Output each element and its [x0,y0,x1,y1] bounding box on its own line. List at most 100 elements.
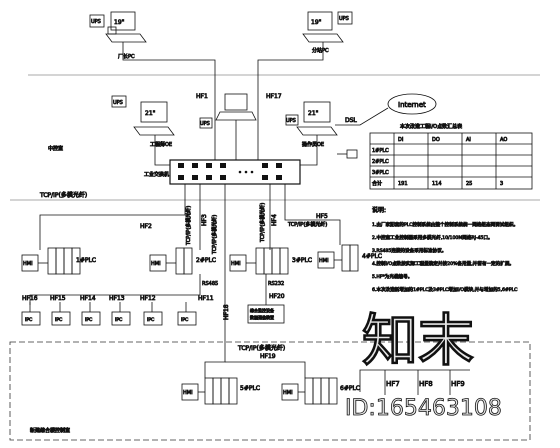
connector-line [29,274,201,305]
plc-cabinet-1: HMI 1#PLC [21,247,96,275]
cable-label: HF20 [269,293,285,300]
cable-label: HF3 [201,214,208,226]
plc-cabinet-3: HMI 3#PLC [229,247,312,275]
cable-label: HF14 [80,295,96,302]
plc-cabinet-6: HMI 6#PLC [281,377,360,405]
connector-line [257,42,324,160]
device-label: IPC [147,317,154,323]
industrial-switch [169,159,301,185]
printer-icon [346,149,358,159]
device-label: IPC [55,317,62,323]
monitor-size-label: 21" [145,110,156,117]
bottom-zone-frame [9,341,531,441]
hmi-label: HMI [23,261,33,267]
table-cell: DI [398,137,403,143]
connector-line [154,135,170,166]
table-cell: 114 [432,181,442,187]
table-title: 本次改造工程I/O点数汇总表 [400,123,462,130]
plc-label: 3#PLC [292,257,312,264]
plc-label: 5#PLC [240,385,260,392]
connector-line [122,42,216,160]
device-label: IPC [115,317,122,323]
connector-line [300,135,318,166]
pc-label: 厂长PC [118,53,135,60]
cable-label: HF1 [196,93,208,100]
cable-label: HF11 [198,295,214,302]
table-cell: 3#PLC [372,170,389,176]
serial-devices-row: HF16 HF15 HF14 HF13 HF12 HF11 [21,295,214,326]
switch-label: 工业交换机 [144,171,169,178]
table-cell: AI [466,137,471,143]
tcp-label: TCP/IP(多模光纤) [259,203,266,243]
switch-ports [178,163,282,180]
internet-cloud-icon [387,93,437,115]
dsl-label: DSL [345,117,357,124]
pc-operator: 21" [296,101,338,136]
device-label: 数据通信装置 [250,314,274,320]
hmi-label: HMI [231,261,241,267]
table-cell: 合计 [372,180,382,187]
pc-engineer: 21" [133,101,175,136]
plc-label: 6#PLC [340,385,360,392]
plc-label: 2#PLC [196,257,216,264]
io-summary-table: 本次改造工程I/O点数汇总表 [369,123,533,190]
cable-label: HF8 [419,380,433,388]
cable-label: HF9 [451,380,465,388]
connector-line [359,369,470,392]
ups-label: UPS [113,100,123,106]
ups-box [89,14,105,28]
notes-title: 说明: [372,206,386,214]
plc-cabinet-5: HMI 5#PLC [181,377,260,405]
table-cell: 2#PLC [372,159,389,165]
watermark-id: ID:165463108 [345,396,502,421]
hmi-label: HMI [283,390,293,396]
cable-label: HF12 [140,295,156,302]
connector-line [284,184,341,245]
cpu-box [107,26,117,35]
rs232-label: RS232 [268,281,284,287]
device-label: IPC [25,317,32,323]
pc-factory-director: 19" [105,11,147,43]
table-cell: 1#PLC [372,148,389,154]
table-cell: 3 [500,181,503,187]
connector-line [225,361,306,378]
ups-label: UPS [200,121,210,127]
note-line: 3.RS485连接的设备采用标准协议。 [372,247,446,254]
note-line: 2.中控室工业控制器采用多模光纤,10/100M网络RJ-45口。 [372,234,493,241]
cable-label: HF19 [260,353,276,360]
device-label: IPC [181,317,188,323]
plc-cabinet-4: HMI 4#PLC [317,244,382,272]
cable-label: HF18 [223,304,230,320]
tcp-label: TCP/IP(多模光纤) [211,215,218,255]
pc-substation: 19" [302,11,344,43]
note-line: 1.由厂家配套的PLC控制系统由整个控制系统统一网络组态网调试组织。 [372,221,518,228]
pc-label: 分站PC [312,47,329,54]
monitor-size-label: 19" [114,19,125,26]
laptop-center [215,93,257,121]
note-line: 6.本次改造新增加的1#PLC及3#PLC增加I/O模块,并与增加的5,6#PL… [372,286,517,293]
ups-box [199,117,213,129]
tcp-label: TCP/IP(多模光纤) [287,221,327,228]
ups-label: UPS [286,118,296,124]
notes-list: 1.由厂家配套的PLC控制系统由整个控制系统统一网络组态网调试组织。 2.中控室工… [372,221,519,294]
device-label: 综合监控设备 [250,307,274,313]
cable-label: HF16 [22,295,38,302]
monitor-size-label: 21" [308,110,319,117]
connector-line [204,345,226,378]
table-cell: DO [432,137,440,143]
watermark-text: 知末 [362,309,474,374]
note-line: 4.控制I/O点数按实际工程量确定并按20%备用量,并留有一定的扩展。 [372,260,514,267]
tcp-label: TCP/IP(多模光纤) [185,206,192,246]
table-cell: AO [500,137,507,143]
cable-label: HF13 [109,295,125,302]
monitoring-device-box [247,304,285,324]
zone-label: 新建综合楼控制室 [30,427,70,434]
plc-cabinet-2: HMI 2#PLC [149,247,216,275]
cable-label: HF2 [140,223,152,230]
cable-label: HF17 [266,93,282,100]
tcp-label: TCP/IP(多模光纤) [39,191,87,199]
zone-label: 中控室 [48,145,63,152]
hmi-label: HMI [183,390,193,396]
ups-box [337,11,353,25]
